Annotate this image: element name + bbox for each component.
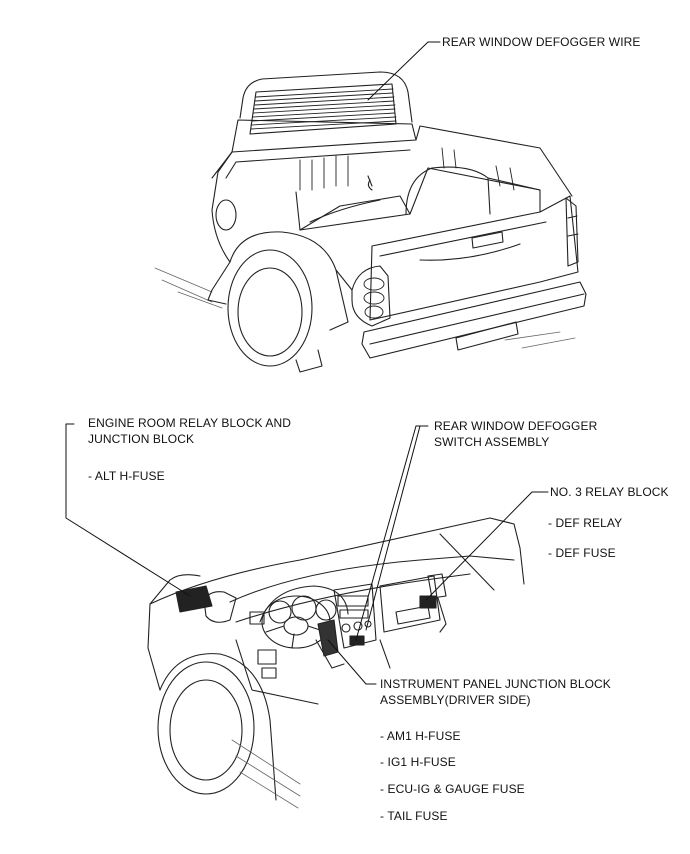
leader-ip-junction bbox=[327, 639, 377, 685]
label-no3-relay-block: NO. 3 RELAY BLOCK bbox=[550, 485, 669, 499]
label-engine-room-relay-block-line2: JUNCTION BLOCK bbox=[88, 432, 195, 446]
leader-defogger-wire bbox=[367, 41, 441, 101]
center-stack bbox=[333, 583, 377, 649]
front-wheel bbox=[157, 661, 255, 795]
ip-junction-block-body bbox=[317, 619, 339, 657]
label-def-relay: - DEF RELAY bbox=[548, 516, 623, 530]
label-am1-h-fuse: - AM1 H-FUSE bbox=[380, 729, 461, 743]
leader-engine-room-relay bbox=[65, 423, 191, 597]
defogger-wire-lines bbox=[250, 88, 397, 130]
label-ecu-ig-gauge-fuse: - ECU-IG & GAUGE FUSE bbox=[380, 782, 525, 796]
label-ip-junction-block-line2: ASSEMBLY(DRIVER SIDE) bbox=[380, 693, 531, 707]
no3-relay-block-body bbox=[419, 595, 437, 609]
side-mirror bbox=[203, 591, 237, 623]
engine-room-relay-block-body bbox=[175, 585, 213, 613]
label-ip-junction-block-line1: INSTRUMENT PANEL JUNCTION BLOCK bbox=[380, 677, 611, 691]
leader-switch-assembly-2 bbox=[365, 425, 421, 631]
dashboard-illustration bbox=[147, 517, 525, 809]
rear-window bbox=[249, 83, 397, 135]
steering-wheel bbox=[261, 595, 331, 649]
label-defogger-switch-assembly-line1: REAR WINDOW DEFOGGER bbox=[434, 419, 598, 433]
left-taillight bbox=[351, 265, 391, 327]
tailgate-handle bbox=[471, 231, 504, 249]
label-rear-window-defogger-wire: REAR WINDOW DEFOGGER WIRE bbox=[442, 35, 641, 49]
leader-no3-relay bbox=[425, 491, 549, 601]
leader-lines bbox=[65, 41, 549, 685]
rear-bumper bbox=[361, 281, 587, 359]
label-ig1-h-fuse: - IG1 H-FUSE bbox=[380, 755, 456, 769]
label-tail-fuse: - TAIL FUSE bbox=[380, 809, 448, 823]
leader-switch-assembly bbox=[355, 425, 429, 641]
label-alt-h-fuse: - ALT H-FUSE bbox=[88, 469, 165, 483]
pickup-truck-illustration bbox=[154, 71, 587, 373]
label-engine-room-relay-block-line1: ENGINE ROOM RELAY BLOCK AND bbox=[88, 416, 291, 430]
rear-wheel bbox=[227, 249, 313, 367]
right-taillight bbox=[565, 197, 579, 267]
label-def-fuse: - DEF FUSE bbox=[548, 546, 616, 560]
label-defogger-switch-assembly-line2: SWITCH ASSEMBLY bbox=[434, 435, 550, 449]
